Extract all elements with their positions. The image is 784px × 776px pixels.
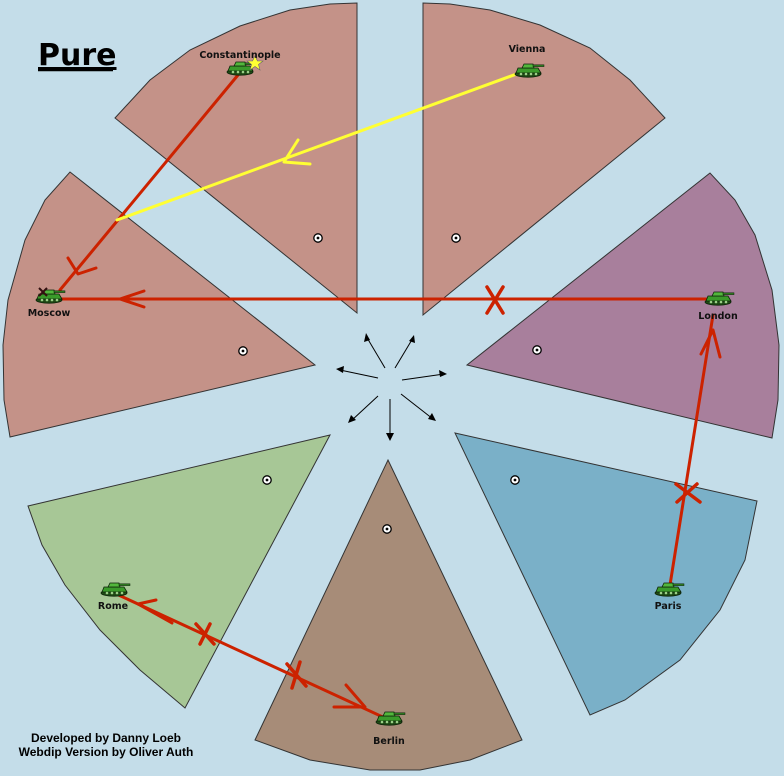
order-constantinople-moscow	[58, 73, 240, 292]
territory-rome[interactable]	[27, 434, 331, 709]
unit-star-marker-icon	[246, 55, 264, 71]
credit-developer: Developed by Danny Loeb	[31, 731, 181, 745]
order-paris-london	[668, 313, 722, 587]
territory-constantinople[interactable]	[114, 2, 358, 315]
territory-paris[interactable]	[454, 432, 758, 716]
orders	[53, 70, 722, 720]
order-vienna-support	[115, 70, 524, 222]
label-vienna: Vienna	[509, 44, 546, 55]
units	[35, 55, 735, 726]
label-rome: Rome	[98, 601, 128, 612]
map-title: Pure	[38, 38, 117, 73]
label-constantinople: Constantinople	[199, 50, 280, 61]
supply-center-constantinople-icon	[313, 233, 323, 243]
supply-center-berlin-icon	[382, 524, 392, 534]
label-moscow: Moscow	[28, 308, 71, 319]
label-berlin: Berlin	[373, 736, 405, 747]
territory-berlin[interactable]	[254, 458, 523, 771]
label-paris: Paris	[655, 601, 682, 612]
territory-london[interactable]	[465, 172, 780, 439]
supply-center-moscow-icon	[238, 346, 248, 356]
center-hub-arrows	[336, 333, 447, 441]
supply-center-rome-icon	[262, 475, 272, 485]
territory-labels: Constantinople Vienna London Paris Berli…	[28, 44, 738, 747]
territory-moscow[interactable]	[2, 171, 317, 438]
dislodged-marker-icon	[38, 287, 48, 297]
order-london-moscow	[53, 285, 717, 315]
order-rome-berlin	[110, 590, 387, 720]
supply-center-paris-icon	[510, 475, 520, 485]
label-london: London	[698, 311, 738, 322]
territory-vienna[interactable]	[422, 2, 666, 317]
credit-webdip: Webdip Version by Oliver Auth	[19, 745, 194, 759]
supply-center-london-icon	[532, 345, 542, 355]
supply-center-vienna-icon	[451, 233, 461, 243]
